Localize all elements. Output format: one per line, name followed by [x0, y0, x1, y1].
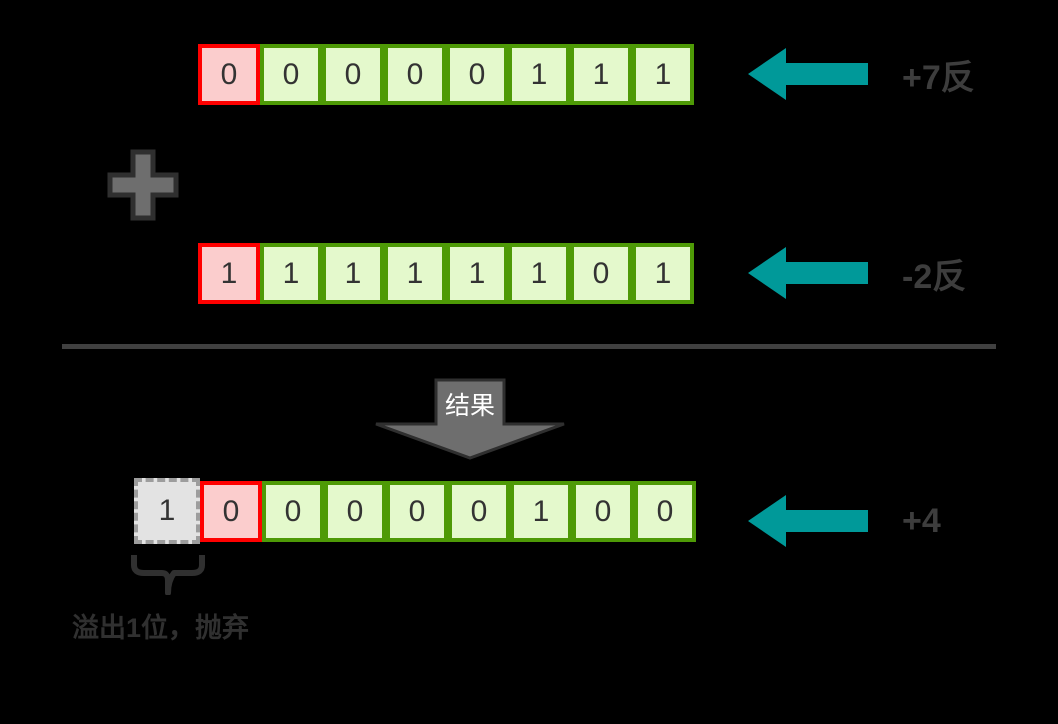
operand-a-bit-4: 1 — [508, 44, 570, 105]
plus-operator — [106, 148, 180, 222]
operand-b-bit-2: 1 — [384, 243, 446, 304]
operand-b-bit-5: 0 — [570, 243, 632, 304]
arrow-left-icon — [748, 495, 868, 547]
operand-a-bit-2: 0 — [384, 44, 446, 105]
operand-b-bit-3: 1 — [446, 243, 508, 304]
result-bit-1: 0 — [324, 481, 386, 542]
operand-b-bit-0: 1 — [260, 243, 322, 304]
arrow-down-icon — [375, 378, 565, 460]
operand-a-bit-row: 0 0 0 0 0 1 1 1 — [198, 44, 694, 105]
operand-a-sign-bit: 0 — [198, 44, 260, 105]
result-bit-0: 0 — [262, 481, 324, 542]
result-bit-5: 0 — [572, 481, 634, 542]
operand-b-sign-bit: 1 — [198, 243, 260, 304]
operand-b-bit-row: 1 1 1 1 1 1 0 1 — [198, 243, 694, 304]
operand-a-bit-1: 0 — [322, 44, 384, 105]
operand-b-label: -2反 — [902, 257, 967, 296]
arrow-left-icon — [748, 247, 868, 299]
result-bit-4: 1 — [510, 481, 572, 542]
arrow-left-icon — [748, 48, 868, 100]
operand-a-bit-0: 0 — [260, 44, 322, 105]
result-annotation: +4 — [748, 493, 941, 549]
operand-a-annotation: +7反 — [748, 46, 975, 102]
overflow-brace — [130, 553, 206, 596]
plus-icon — [107, 149, 179, 221]
result-bit-2: 0 — [386, 481, 448, 542]
operand-b-bit-6: 1 — [632, 243, 694, 304]
operand-b-annotation: -2反 — [748, 245, 966, 301]
result-arrow — [358, 378, 582, 460]
operand-b-bit-4: 1 — [508, 243, 570, 304]
result-bit-6: 0 — [634, 481, 696, 542]
result-sign-bit: 0 — [200, 481, 262, 542]
result-overflow-bit: 1 — [134, 478, 200, 544]
horizontal-divider — [62, 344, 996, 349]
operand-a-bit-3: 0 — [446, 44, 508, 105]
result-bit-row: 1 0 0 0 0 0 1 0 0 — [134, 478, 696, 544]
operand-a-bit-6: 1 — [632, 44, 694, 105]
result-label: +4 — [902, 501, 941, 540]
operand-a-bit-5: 1 — [570, 44, 632, 105]
overflow-caption: 溢出1位，抛弃 — [72, 613, 250, 643]
result-bit-3: 0 — [448, 481, 510, 542]
operand-b-bit-1: 1 — [322, 243, 384, 304]
curly-brace-icon — [131, 555, 205, 596]
operand-a-label: +7反 — [902, 58, 975, 97]
